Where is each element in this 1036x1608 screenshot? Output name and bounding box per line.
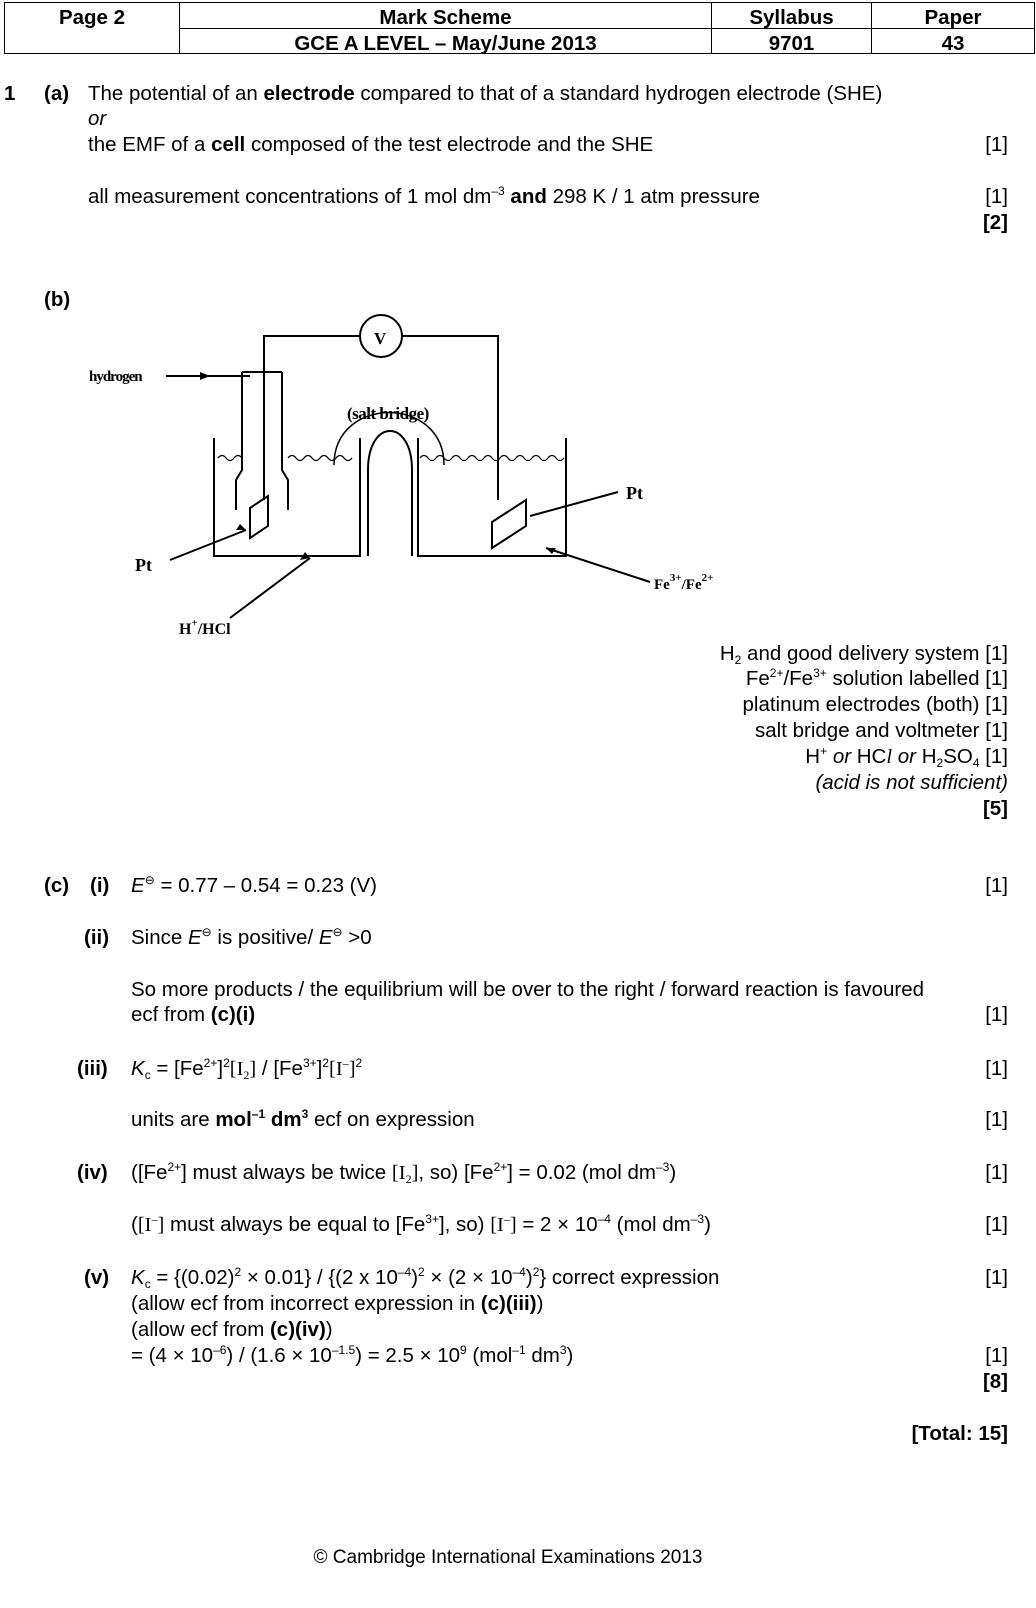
part-c-iv-mark1: [1] xyxy=(985,1161,1008,1184)
part-a-or: or xyxy=(88,107,107,130)
header-row-divider xyxy=(179,28,1034,29)
part-a-label: (a) xyxy=(44,82,70,105)
part-c-label: (c) xyxy=(44,874,70,897)
part-c-iv-line1: ([Fe2+] must always be twice [I2], so) [… xyxy=(131,1160,677,1186)
part-a-mark1: [1] xyxy=(985,133,1008,156)
header-mark-scheme: Mark Scheme xyxy=(379,6,512,29)
part-c-total: [8] xyxy=(982,1370,1008,1393)
header-syllabus-label: Syllabus xyxy=(749,6,834,29)
part-a-line3: all measurement concentrations of 1 mol … xyxy=(88,184,760,208)
part-c-i-label: (i) xyxy=(90,874,110,897)
header-paper-label: Paper xyxy=(924,6,982,29)
iron-solution-label: Fe3+/Fe2+ xyxy=(654,572,713,593)
part-b-point1: H2 and good delivery system [1] xyxy=(719,642,1008,667)
part-c-v-line2: (allow ecf from incorrect expression in … xyxy=(131,1292,544,1315)
part-c-v-mark2: [1] xyxy=(985,1344,1008,1367)
part-c-ii-label: (ii) xyxy=(84,926,110,949)
part-c-ii-line1: Since E⊖ is positive/ E⊖ >0 xyxy=(131,925,372,949)
header-syllabus-code: 9701 xyxy=(768,32,815,55)
part-c-i-mark: [1] xyxy=(985,874,1008,897)
part-c-iv-mark2: [1] xyxy=(985,1213,1008,1236)
part-c-iii-units: units are mol–1 dm3 ecf on expression xyxy=(131,1107,475,1131)
part-a-line2: the EMF of a cell composed of the test e… xyxy=(88,133,654,156)
pt-right-label: Pt xyxy=(626,483,643,503)
header-table: Page 2 Mark Scheme GCE A LEVEL – May/Jun… xyxy=(4,2,1035,55)
part-c-v-line1: Kc = {(0.02)2 × 0.01} / {(2 x 10–4)2 × (… xyxy=(131,1265,720,1291)
part-a-line1: The potential of an electrode compared t… xyxy=(88,82,883,105)
acid-label: H+/HCl xyxy=(179,617,231,638)
salt-bridge-label: (salt bridge) xyxy=(347,404,429,423)
part-c-iii-label: (iii) xyxy=(77,1057,108,1080)
part-c-v-line4: = (4 × 10–6) / (1.6 × 10–1.5) = 2.5 × 10… xyxy=(131,1343,574,1367)
part-c-ii-line2: So more products / the equilibrium will … xyxy=(131,978,925,1001)
pt-left-label: Pt xyxy=(135,555,152,575)
pt-electrode-left xyxy=(249,494,269,540)
header-paper-cell: Paper 43 xyxy=(871,3,1034,55)
header-mark-scheme-cell: Mark Scheme GCE A LEVEL – May/June 2013 xyxy=(179,3,711,55)
electrochemical-cell-diagram: V hydrogen (salt bridge) Pt Pt H+/HCl Fe… xyxy=(89,314,713,638)
header-exam: GCE A LEVEL – May/June 2013 xyxy=(294,32,597,55)
part-c-iii-expression: Kc = [Fe2+]2[I2] / [Fe3+]2[I–]2 xyxy=(131,1056,363,1082)
footer-copyright: © Cambridge International Examinations 2… xyxy=(313,1547,703,1568)
part-b-point3: platinum electrodes (both) [1] xyxy=(742,693,1009,716)
question-number: 1 xyxy=(4,82,16,105)
part-c-i-text: E⊖ = 0.77 – 0.54 = 0.23 (V) xyxy=(131,873,377,897)
part-a-total: [2] xyxy=(982,211,1008,234)
part-c-ii-mark: [1] xyxy=(985,1003,1008,1026)
part-b-label: (b) xyxy=(44,288,71,311)
header-syllabus-cell: Syllabus 9701 xyxy=(711,3,871,55)
part-c-iii-mark1: [1] xyxy=(985,1057,1008,1080)
part-c-iv-label: (iv) xyxy=(77,1161,108,1184)
part-b-total: [5] xyxy=(982,797,1008,820)
part-b-point6: (acid is not sufficient) xyxy=(815,771,1008,794)
part-c-v-mark1: [1] xyxy=(985,1266,1008,1289)
hydrogen-label: hydrogen xyxy=(89,369,143,385)
part-b-point4: salt bridge and voltmeter [1] xyxy=(755,719,1008,742)
part-c-iv-line2: ([I–] must always be equal to [Fe3+], so… xyxy=(131,1212,711,1236)
header-page: Page 2 xyxy=(58,6,126,29)
voltmeter-label: V xyxy=(374,329,387,348)
part-b-point2: Fe2+/Fe3+ solution labelled [1] xyxy=(745,666,1008,690)
part-b-point5: H+ or HCl or H2SO4 [1] xyxy=(805,744,1008,770)
part-c-v-line3: (allow ecf from (c)(iv)) xyxy=(131,1318,333,1341)
part-c-v-label: (v) xyxy=(84,1266,110,1289)
header-paper-code: 43 xyxy=(941,32,965,55)
grand-total: [Total: 15] xyxy=(911,1422,1008,1445)
part-c-ii-line3: ecf from (c)(i) xyxy=(131,1003,256,1026)
part-c-iii-mark2: [1] xyxy=(985,1108,1008,1131)
pt-electrode-right xyxy=(491,498,527,550)
part-a-mark2: [1] xyxy=(985,185,1008,208)
